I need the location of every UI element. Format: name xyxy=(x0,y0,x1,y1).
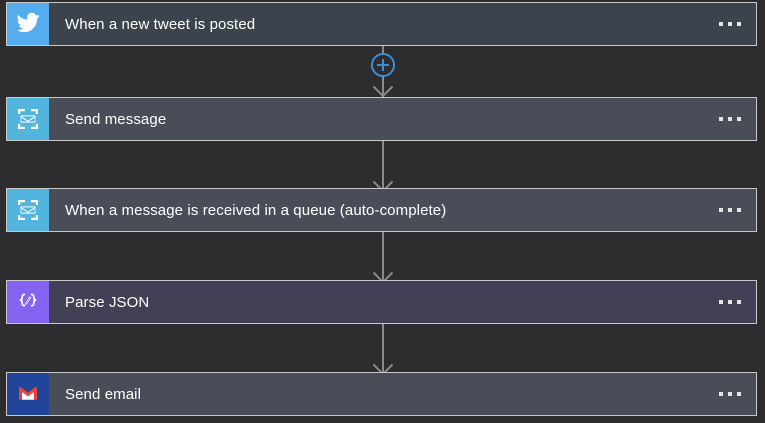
menu-dot xyxy=(728,392,732,396)
menu-dot xyxy=(719,392,723,396)
gmail-icon xyxy=(7,373,49,415)
step-menu-button[interactable] xyxy=(704,3,756,45)
workflow-connector xyxy=(0,46,765,98)
step-title: Send email xyxy=(65,385,142,403)
menu-dot xyxy=(719,22,723,26)
menu-dot xyxy=(728,300,732,304)
workflow-step-card[interactable]: When a message is received in a queue (a… xyxy=(6,188,757,232)
menu-dot xyxy=(737,117,741,121)
menu-dot xyxy=(737,300,741,304)
menu-dot xyxy=(719,300,723,304)
step-menu-button[interactable] xyxy=(704,281,756,323)
connector-line xyxy=(382,232,384,283)
connector-line xyxy=(382,324,384,375)
workflow-step-card[interactable]: Send email xyxy=(6,372,757,416)
twitter-icon xyxy=(7,3,49,45)
menu-dot xyxy=(737,208,741,212)
workflow-step-card[interactable]: Parse JSON xyxy=(6,280,757,324)
menu-dot xyxy=(737,392,741,396)
step-menu-button[interactable] xyxy=(704,98,756,140)
step-title: When a message is received in a queue (a… xyxy=(65,201,447,219)
service-bus-icon xyxy=(7,189,49,231)
menu-dot xyxy=(728,117,732,121)
add-step-button[interactable] xyxy=(371,53,395,77)
menu-dot xyxy=(728,208,732,212)
workflow-step-card[interactable]: When a new tweet is posted xyxy=(6,2,757,46)
menu-dot xyxy=(737,22,741,26)
step-title: When a new tweet is posted xyxy=(65,15,256,33)
workflow-connector xyxy=(0,324,765,376)
service-bus-icon xyxy=(7,98,49,140)
workflow-connector xyxy=(0,141,765,193)
parse-json-icon xyxy=(7,281,49,323)
step-title: Parse JSON xyxy=(65,293,150,311)
menu-dot xyxy=(728,22,732,26)
workflow-connector xyxy=(0,232,765,284)
menu-dot xyxy=(719,208,723,212)
connector-line xyxy=(382,141,384,192)
workflow-step-card[interactable]: Send message xyxy=(6,97,757,141)
menu-dot xyxy=(719,117,723,121)
step-menu-button[interactable] xyxy=(704,373,756,415)
step-menu-button[interactable] xyxy=(704,189,756,231)
connector-line xyxy=(382,46,384,97)
step-title: Send message xyxy=(65,110,167,128)
